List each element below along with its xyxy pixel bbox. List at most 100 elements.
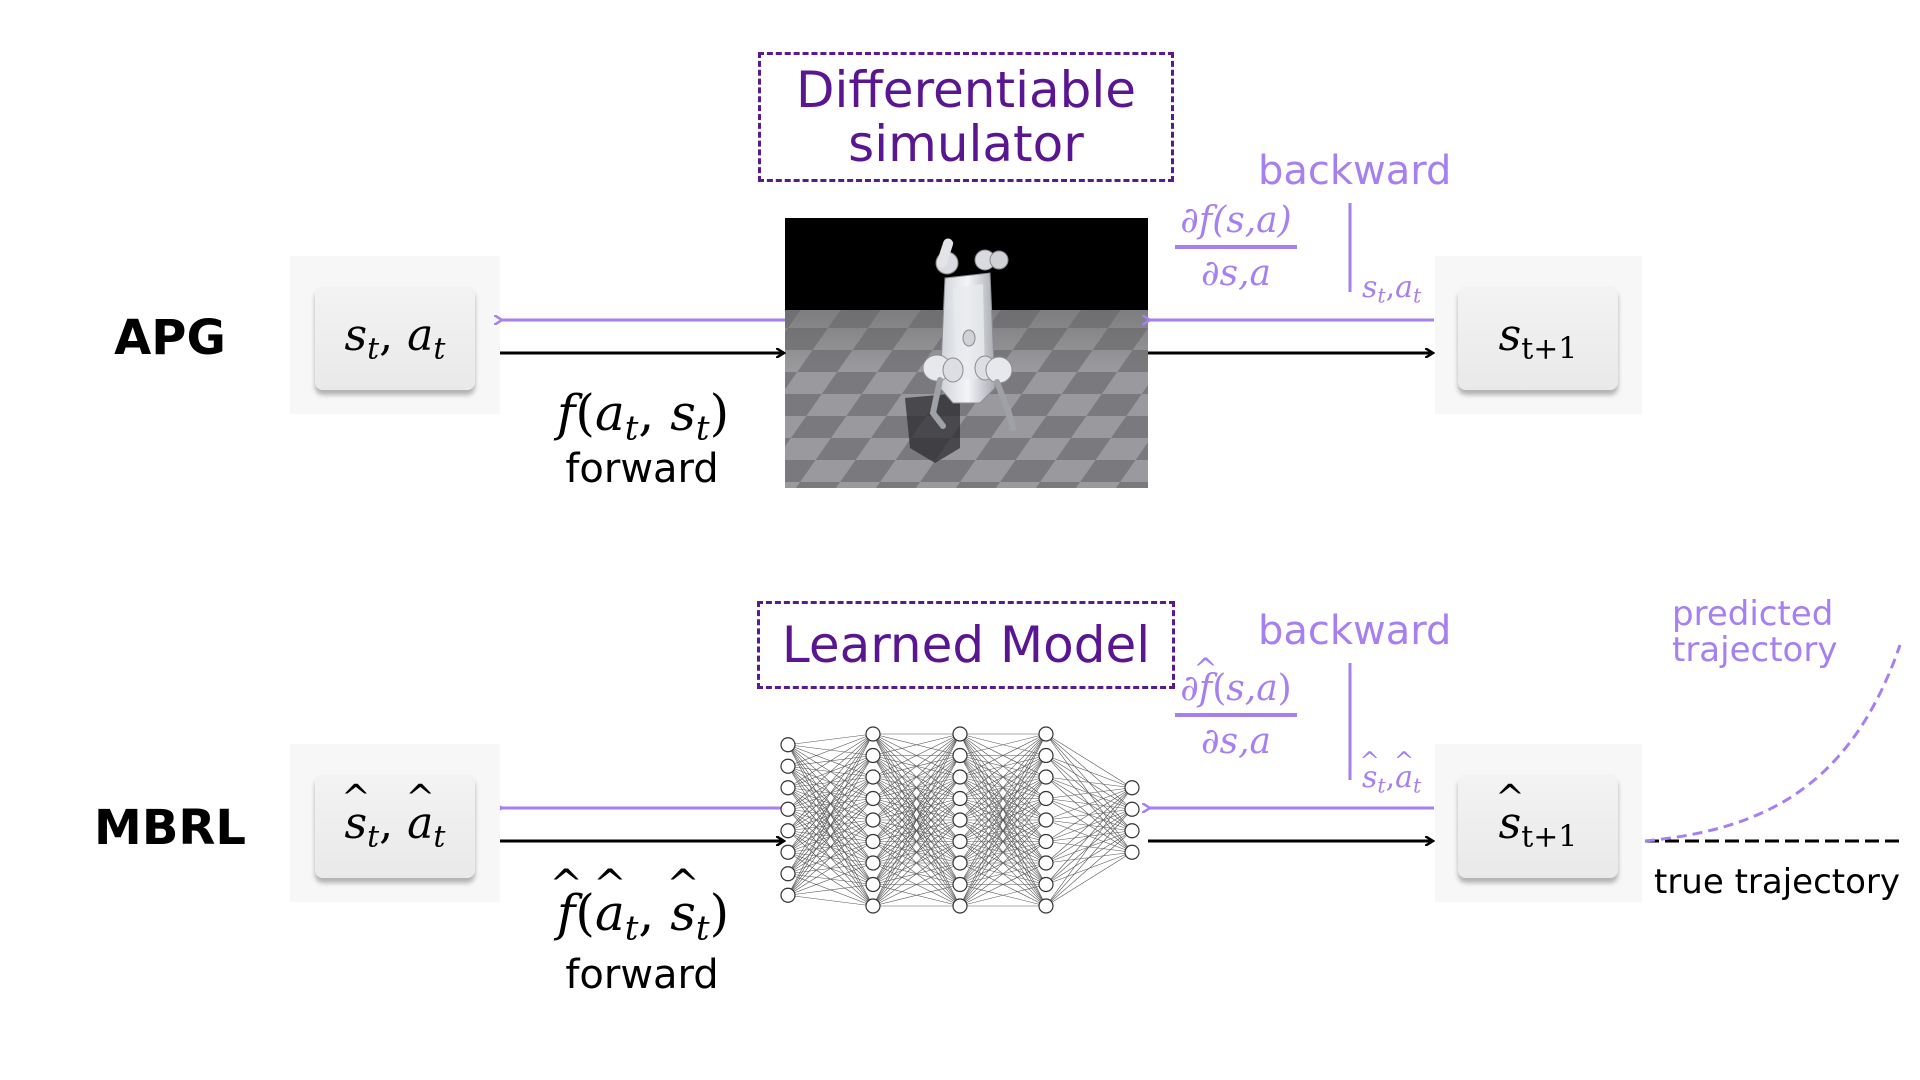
- network-connection: [787, 841, 874, 896]
- forward-formula-mbrl: f(at, st): [557, 884, 729, 949]
- network-connection: [959, 733, 1047, 885]
- network-connection: [1045, 787, 1133, 842]
- network-connection: [787, 733, 874, 810]
- gradient-numerator: ∂f(s,a): [1180, 200, 1292, 241]
- network-node-layer-2: [865, 726, 881, 742]
- network-connection: [872, 819, 961, 907]
- network-node-layer-3: [952, 812, 968, 828]
- network-connection: [959, 841, 1047, 907]
- network-node-layer-1: [780, 866, 796, 882]
- network-connection: [787, 862, 874, 896]
- network-connection: [959, 755, 1047, 907]
- next-state-card-mbrl: st+1: [1435, 744, 1642, 902]
- network-node-layer-3: [952, 855, 968, 871]
- row-label-mbrl: MBRL: [94, 800, 246, 856]
- predicted-trajectory-curve: [1644, 644, 1902, 843]
- network-connection: [1045, 733, 1133, 789]
- network-node-layer-2: [865, 812, 881, 828]
- predicted-trajectory-label: predicted trajectory: [1672, 594, 1838, 670]
- network-connection: [872, 884, 961, 907]
- backward-label-mbrl: backward: [1258, 608, 1452, 654]
- network-connection: [1045, 851, 1133, 907]
- network-connection: [959, 819, 1047, 907]
- network-node-layer-4: [1038, 876, 1054, 893]
- network-connection: [787, 733, 874, 746]
- network-connection: [787, 776, 874, 896]
- network-connection: [787, 733, 874, 789]
- network-connection: [872, 862, 961, 907]
- true-trajectory-label: true trajectory: [1654, 862, 1901, 902]
- network-node-layer-2: [865, 898, 881, 914]
- network-connection: [1045, 787, 1133, 799]
- gradient-numerator: ∂f(s,a): [1180, 668, 1291, 709]
- network-connection: [787, 884, 874, 896]
- next-state-symbol: st+1: [1498, 309, 1578, 367]
- network-connection: [1045, 787, 1133, 907]
- network-node-layer-3: [952, 726, 968, 742]
- forward-formula-apg: f(at, st): [556, 384, 730, 449]
- network-connection: [1045, 787, 1133, 821]
- network-connection: [1045, 787, 1133, 885]
- network-connection: [787, 733, 874, 831]
- network-connection: [1045, 830, 1133, 907]
- next-state-card-apg: st+1: [1435, 256, 1642, 414]
- network-node-layer-4: [1038, 726, 1054, 742]
- network-node-layer-4: [1038, 812, 1054, 828]
- network-connection: [959, 733, 1047, 799]
- network-node-layer-2: [865, 790, 881, 807]
- network-node-layer-3: [952, 833, 968, 850]
- row-label-apg: APG: [114, 310, 226, 366]
- network-connection: [959, 733, 1047, 778]
- learned-model-title: Learned Model: [757, 601, 1175, 689]
- gradient-fraction-apg: ∂f(s,a) ∂s,a: [1175, 200, 1297, 294]
- network-connection: [872, 841, 961, 907]
- forward-label-mbrl: forward: [565, 952, 719, 998]
- network-connection: [787, 733, 874, 853]
- network-connection: [872, 733, 961, 778]
- network-connection: [872, 776, 961, 907]
- neural-network: [780, 726, 1140, 914]
- network-connection: [872, 733, 961, 907]
- network-node-layer-2: [865, 855, 881, 871]
- network-node-layer-1: [780, 780, 796, 796]
- network-node-layer-1: [780, 844, 796, 860]
- network-connection: [872, 755, 961, 907]
- network-connection: [959, 733, 1047, 864]
- network-node-layer-3: [952, 769, 968, 785]
- network-node-layer-4: [1038, 833, 1054, 850]
- evaluation-point-mbrl: st,at: [1362, 760, 1421, 798]
- state-action-card-mbrl: st, at: [290, 744, 500, 902]
- estimated-state-action-symbol: st, at: [345, 798, 446, 854]
- network-connection: [787, 755, 874, 896]
- network-node-layer-4: [1038, 790, 1054, 807]
- network-node-layer-1: [780, 737, 796, 753]
- network-connection: [959, 776, 1047, 907]
- network-node-layer-1: [780, 887, 796, 903]
- state-action-card-apg: st, at: [290, 256, 500, 414]
- network-connection: [1045, 776, 1133, 789]
- network-connection: [872, 733, 961, 756]
- network-node-layer-5: [1124, 801, 1140, 817]
- network-node-layer-1: [780, 758, 796, 774]
- network-connection: [787, 798, 874, 896]
- network-connection: [787, 733, 874, 767]
- network-node-layer-2: [865, 769, 881, 785]
- network-connection: [959, 862, 1047, 907]
- network-node-layer-4: [1038, 898, 1054, 914]
- network-connection: [1045, 787, 1133, 864]
- network-node-layer-4: [1038, 747, 1054, 764]
- gradient-fraction-mbrl: ∂f(s,a) ∂s,a: [1175, 668, 1297, 762]
- network-node-layer-4: [1038, 769, 1054, 785]
- quadruped-robot-simulation-image: [785, 218, 1148, 488]
- network-connection: [959, 884, 1047, 907]
- network-node-layer-3: [952, 790, 968, 807]
- network-node-layer-3: [952, 898, 968, 914]
- estimated-next-state-symbol: st+1: [1499, 798, 1578, 854]
- evaluation-point-apg: st,at: [1362, 270, 1422, 308]
- network-node-layer-1: [780, 823, 796, 839]
- network-connection: [959, 733, 1047, 821]
- backward-label-apg: backward: [1258, 148, 1452, 194]
- network-connection: [872, 733, 961, 821]
